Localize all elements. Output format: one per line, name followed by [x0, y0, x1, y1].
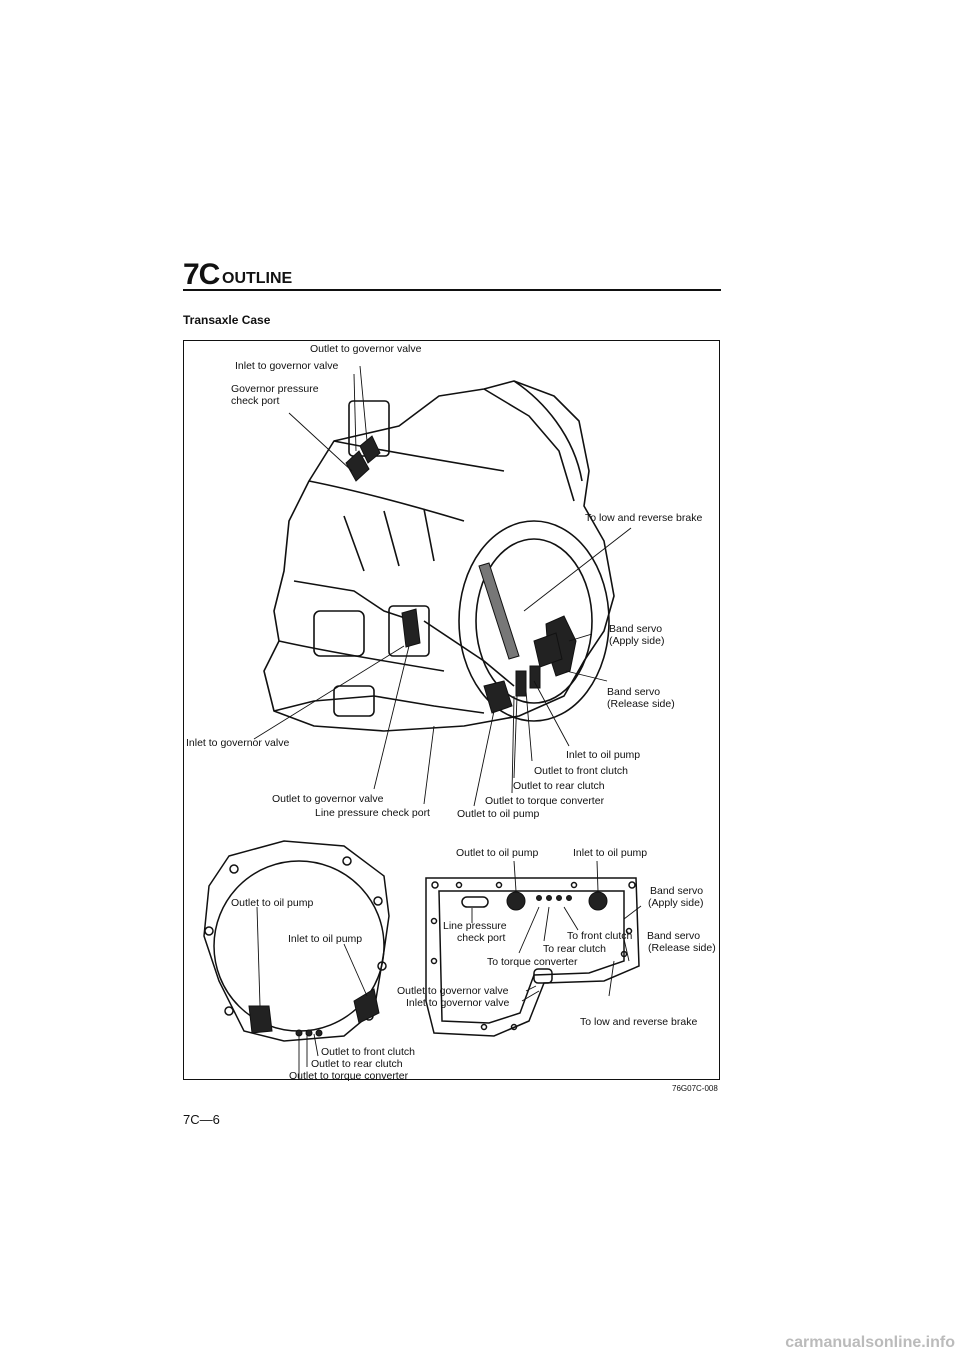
- label-right-to-front-clutch: To front clutch: [567, 930, 633, 942]
- label-outlet-to-oil-pump-top: Outlet to oil pump: [457, 808, 540, 820]
- label-to-low-and-reverse-brake: To low and reverse brake: [585, 512, 703, 524]
- converter-bore: [458, 520, 610, 722]
- label-governor-pressure: Governor pressure: [231, 383, 319, 395]
- label-left-outlet-to-torque-converter: Outlet to torque converter: [289, 1070, 409, 1082]
- label-left-outlet-to-front-clutch: Outlet to front clutch: [321, 1046, 415, 1058]
- label-inlet-to-governor-valve-top: Inlet to governor valve: [235, 360, 339, 372]
- label-left-outlet-to-oil-pump: Outlet to oil pump: [231, 897, 314, 909]
- label-right-inlet-to-oil-pump: Inlet to oil pump: [573, 847, 648, 859]
- label-right-outlet-to-governor-valve: Outlet to governor valve: [397, 985, 509, 997]
- label-outlet-to-governor-valve-bottom: Outlet to governor valve: [272, 793, 384, 805]
- section-code: 7C: [183, 258, 220, 291]
- label-inlet-to-governor-valve-left: Inlet to governor valve: [186, 737, 290, 749]
- valve-body-face: [425, 877, 640, 1037]
- label-outlet-to-governor-valve-top: Outlet to governor valve: [310, 343, 422, 355]
- label-line-pressure-check-port-top: Line pressure check port: [315, 807, 430, 819]
- page-number: 7C—6: [183, 1112, 220, 1127]
- label-release-side: (Release side): [607, 698, 675, 710]
- watermark: carmanualsonline.info: [785, 1334, 955, 1351]
- label-left-outlet-to-rear-clutch: Outlet to rear clutch: [311, 1058, 403, 1070]
- label-inlet-to-oil-pump-top: Inlet to oil pump: [566, 749, 641, 761]
- transaxle-illustration: [203, 365, 642, 1078]
- label-right-band-servo-release: Band servo: [647, 930, 701, 942]
- label-right-release-side: (Release side): [648, 942, 716, 954]
- label-right-band-servo-apply: Band servo: [650, 885, 704, 897]
- figure-code: 76G07C-008: [672, 1084, 718, 1093]
- header-rule: [183, 289, 721, 291]
- label-check-port: check port: [231, 395, 280, 407]
- case-outline: [263, 380, 615, 732]
- label-right-inlet-to-governor-valve: Inlet to governor valve: [406, 997, 510, 1009]
- label-right-outlet-to-oil-pump: Outlet to oil pump: [456, 847, 539, 859]
- label-apply-side: (Apply side): [609, 635, 665, 647]
- label-left-inlet-to-oil-pump: Inlet to oil pump: [288, 933, 363, 945]
- label-outlet-to-rear-clutch-top: Outlet to rear clutch: [513, 780, 605, 792]
- label-right-check-port: check port: [457, 932, 506, 944]
- page-subtitle: Transaxle Case: [183, 313, 271, 327]
- figure-frame: [183, 340, 720, 1080]
- label-band-servo-release: Band servo: [607, 686, 661, 698]
- label-outlet-to-front-clutch-top: Outlet to front clutch: [534, 765, 628, 777]
- label-right-apply-side: (Apply side): [648, 897, 704, 909]
- label-right-to-rear-clutch: To rear clutch: [543, 943, 607, 955]
- label-right-to-torque-converter: To torque converter: [487, 956, 578, 968]
- label-right-line-pressure: Line pressure: [443, 920, 507, 932]
- label-outlet-to-torque-converter-top: Outlet to torque converter: [485, 795, 605, 807]
- label-right-to-low-and-reverse-brake: To low and reverse brake: [580, 1016, 698, 1028]
- label-band-servo-apply: Band servo: [609, 623, 663, 635]
- section-title: OUTLINE: [222, 270, 293, 287]
